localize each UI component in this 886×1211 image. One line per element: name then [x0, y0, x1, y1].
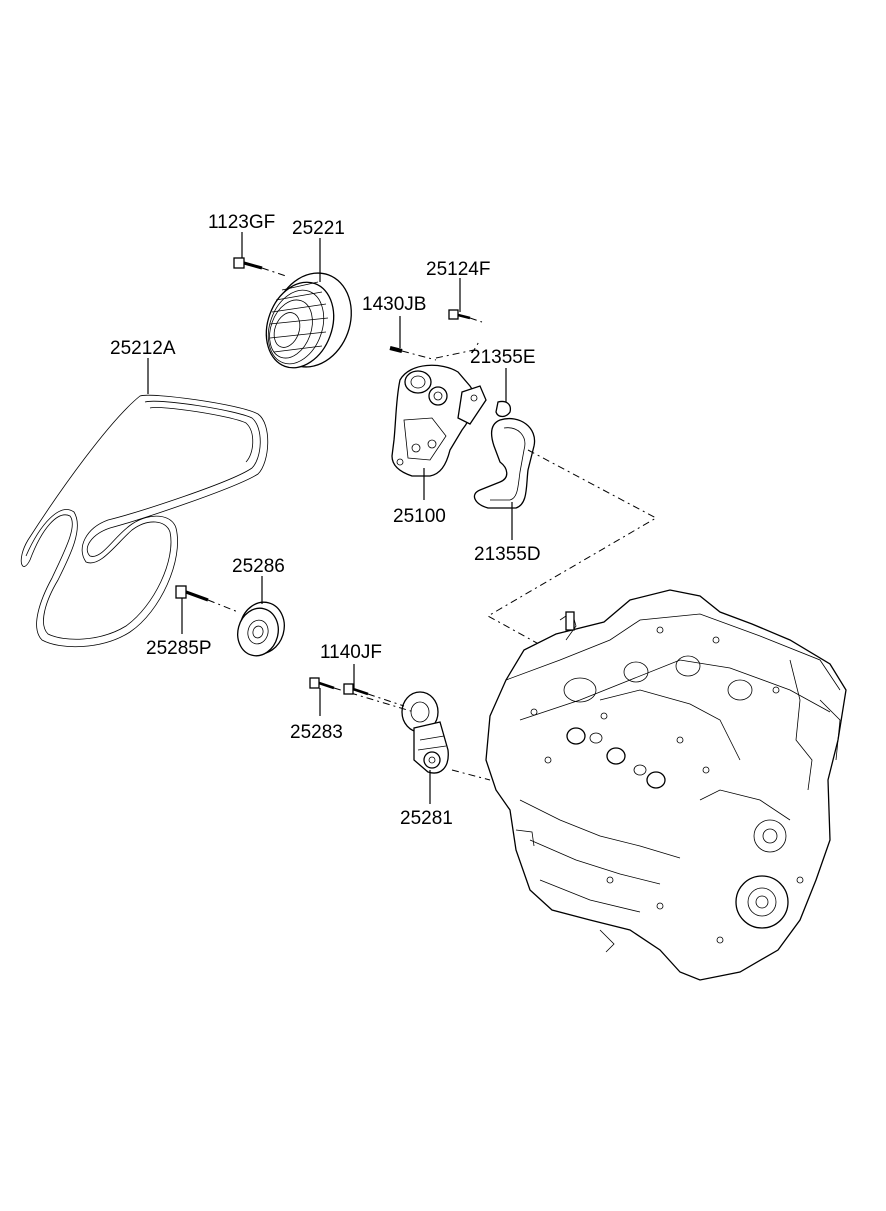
bolt-25285P[interactable]	[175, 585, 239, 613]
pulley-25221[interactable]	[255, 262, 364, 378]
label-1140JF: 1140JF	[320, 642, 382, 663]
label-25283: 25283	[290, 722, 343, 743]
label-25100: 25100	[393, 506, 446, 527]
label-25221: 25221	[292, 218, 345, 239]
part-labels: 1123GF 25221 25124F 1430JB 25212A 21355E…	[110, 212, 541, 829]
bolt-25283[interactable]	[309, 677, 415, 713]
assembly-line-gasket	[486, 449, 658, 649]
label-25212A: 25212A	[110, 338, 176, 359]
bolt-1123GF[interactable]	[233, 257, 287, 277]
label-25281: 25281	[400, 808, 453, 829]
idler-pulley-25286[interactable]	[232, 597, 290, 660]
engine-assembly	[485, 589, 847, 981]
pin-1430JB[interactable]	[389, 346, 437, 361]
water-pump-25100[interactable]	[391, 364, 487, 477]
assembly-line-pump	[435, 339, 481, 359]
label-1430JB: 1430JB	[362, 294, 426, 315]
gasket-21355D[interactable]	[473, 418, 536, 509]
drive-belt[interactable]	[20, 394, 269, 648]
tensioner-25281[interactable]	[401, 691, 449, 774]
label-1123GF: 1123GF	[208, 212, 275, 233]
label-21355E: 21355E	[470, 347, 536, 368]
assembly-line-tensioner	[451, 769, 491, 781]
leader-lines	[147, 232, 513, 804]
label-25286: 25286	[232, 556, 285, 577]
bolt-1140JF[interactable]	[343, 683, 405, 707]
label-25285P: 25285P	[146, 638, 212, 659]
label-21355D: 21355D	[474, 544, 541, 565]
label-25124F: 25124F	[426, 259, 490, 280]
bolt-25124F[interactable]	[448, 309, 483, 323]
gasket-21355E[interactable]	[495, 400, 512, 418]
